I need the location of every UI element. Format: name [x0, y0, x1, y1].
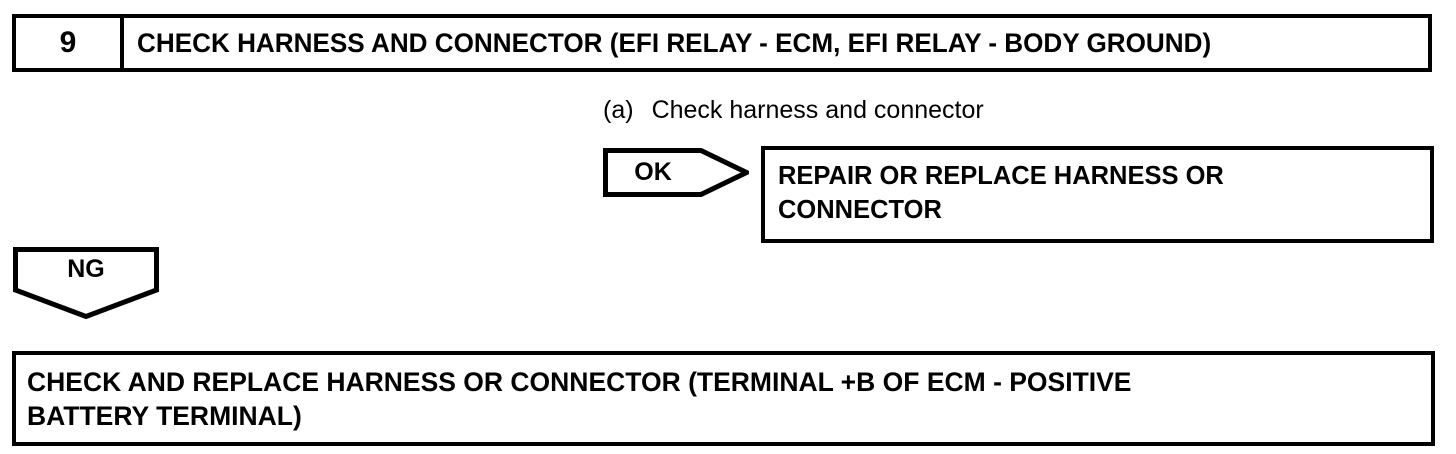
final-action-box: CHECK AND REPLACE HARNESS OR CONNECTOR (… [12, 351, 1435, 446]
ok-result-text: REPAIR OR REPLACE HARNESS OR CONNECTOR [778, 162, 1224, 224]
ng-branch-arrow: NG [13, 247, 159, 319]
step-number-cell: 9 [16, 18, 124, 68]
procedure-text: Check harness and connector [651, 96, 984, 124]
step-title-cell: CHECK HARNESS AND CONNECTOR (EFI RELAY -… [124, 18, 1428, 68]
ng-branch-label: NG [67, 254, 105, 283]
arrow-down-pentagon-icon [13, 247, 159, 319]
final-action-text: CHECK AND REPLACE HARNESS OR CONNECTOR (… [27, 367, 1132, 432]
ok-result-box: REPAIR OR REPLACE HARNESS OR CONNECTOR [761, 146, 1434, 243]
procedure-step-a: (a) Check harness and connector [603, 96, 984, 125]
step-title: CHECK HARNESS AND CONNECTOR (EFI RELAY -… [137, 27, 1212, 58]
arrow-right-pentagon-icon [603, 148, 749, 197]
ok-branch-arrow: OK [603, 148, 749, 197]
procedure-marker: (a) [603, 96, 634, 124]
step-header-box: 9 CHECK HARNESS AND CONNECTOR (EFI RELAY… [12, 14, 1432, 72]
ok-branch-label: OK [634, 158, 672, 186]
step-number: 9 [59, 26, 77, 59]
